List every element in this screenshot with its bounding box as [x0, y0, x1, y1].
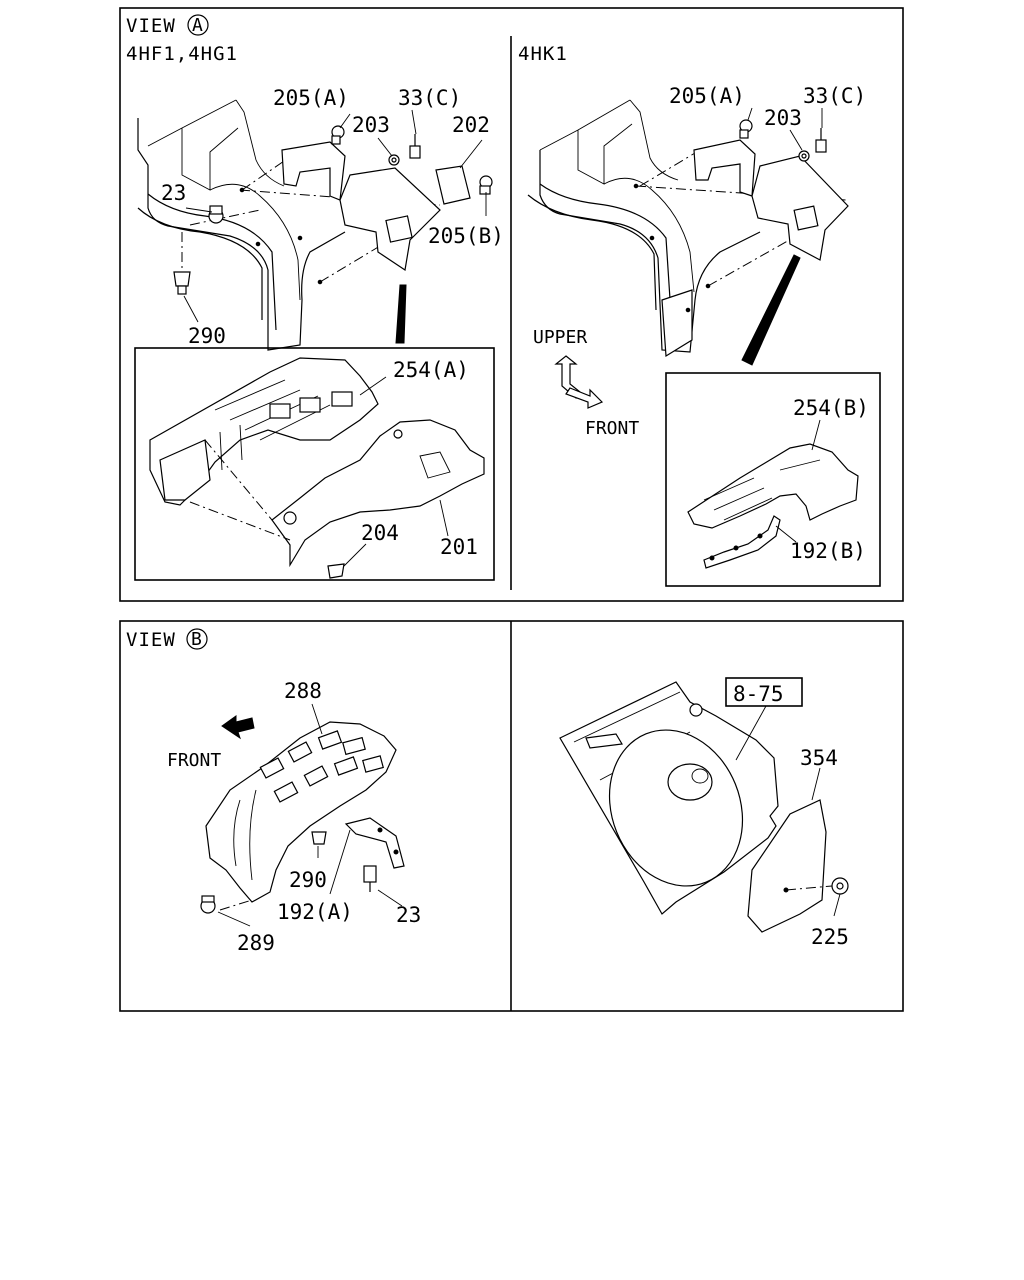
callout-204: 204	[361, 521, 399, 545]
callout-225: 225	[811, 925, 849, 949]
clip-205a-left-icon	[331, 125, 345, 145]
callout-290-left: 290	[188, 324, 226, 348]
inner-liner-254b	[687, 443, 859, 529]
callout-205b-left: 205(B)	[428, 224, 504, 248]
washer-203-right-icon	[798, 150, 810, 162]
mud-guard-201	[271, 419, 485, 568]
variant-4hk1: 4HK1	[518, 43, 568, 65]
cab-body-outline-right	[539, 150, 761, 353]
detail-pointer-left	[395, 284, 407, 344]
view-a-mark: A	[192, 15, 203, 36]
callout-201: 201	[440, 535, 478, 559]
spare-tire	[608, 729, 744, 887]
view-a-title: VIEW	[126, 15, 176, 37]
liner-bracket-left	[159, 439, 211, 501]
nut-225-icon	[831, 877, 849, 895]
washer-203-left-icon	[388, 154, 400, 166]
clip-205a-right-icon	[739, 119, 753, 139]
orientation-arrows: UPPER FRONT	[533, 327, 639, 439]
wheel-arch-left	[137, 193, 277, 331]
callout-354: 354	[800, 746, 838, 770]
clip-205b-left-icon	[479, 175, 493, 195]
callout-33c-left: 33(C)	[398, 86, 461, 110]
clip-289-icon	[200, 895, 216, 914]
detail-pointer-right	[741, 254, 801, 366]
mounting-plate-354	[747, 799, 827, 933]
view-b-title: VIEW	[126, 629, 176, 651]
view-a-right-drawing: 205(A) 33(C) 203 UPPER FRONT 254(B) 192(…	[527, 84, 881, 587]
view-b-mark-circle	[186, 628, 208, 650]
callout-23-left: 23	[161, 181, 186, 205]
view-a-mark-circle	[187, 14, 209, 36]
bolt-top-icon	[689, 703, 703, 717]
callout-33c-right: 33(C)	[803, 84, 866, 108]
variant-4hf1-4hg1: 4HF1,4HG1	[126, 43, 238, 65]
liner-ribs	[259, 730, 384, 803]
bolt-23-b-icon	[363, 865, 377, 892]
spare-tire-hub	[667, 763, 713, 801]
cab-inner-line-left	[147, 99, 239, 191]
callout-288: 288	[284, 679, 322, 703]
bracket-192b	[703, 515, 781, 569]
ref-8-75: 8-75	[733, 682, 784, 706]
view-b-drawing: FRONT 288 290 192(A	[167, 679, 421, 955]
dir-upper-label: UPPER	[533, 327, 587, 348]
plate-202	[435, 165, 471, 205]
splash-shield-right	[751, 155, 849, 261]
cab-inner-line-right	[539, 99, 633, 185]
callout-290-b: 290	[289, 868, 327, 892]
clip-290-left-icon	[173, 271, 191, 295]
splash-shield-small-left	[281, 141, 346, 201]
bolt-23-left-icon	[208, 205, 224, 224]
view-a-header: VIEW A 4HF1,4HG1 4HK1	[126, 14, 568, 65]
callout-192b: 192(B)	[790, 539, 866, 563]
shield-tab-left	[385, 215, 413, 243]
screw-33c-left-icon	[409, 134, 421, 159]
splash-shield-left	[339, 167, 441, 272]
callout-205a-right: 205(A)	[669, 84, 745, 108]
dir-front-label-a: FRONT	[585, 418, 639, 439]
callout-254b: 254(B)	[793, 396, 869, 420]
bracket-192a	[344, 817, 405, 869]
view-a-frame	[119, 7, 904, 602]
callout-192a: 192(A)	[277, 900, 353, 924]
callout-254a: 254(A)	[393, 358, 469, 382]
callout-202-left: 202	[452, 113, 490, 137]
callout-205a-left: 205(A)	[273, 86, 349, 110]
clip-204-icon	[327, 563, 345, 579]
callout-23-b: 23	[396, 903, 421, 927]
screw-33c-right-icon	[815, 128, 827, 153]
front-arrow-icon	[565, 387, 604, 409]
fender-side-right	[603, 99, 695, 293]
view-a-left-drawing: 205(A) 33(C) 203 202 23 205(B) 290 254(A…	[134, 86, 504, 581]
view-b-mark: B	[191, 629, 202, 650]
cab-body-outline-left	[137, 118, 346, 351]
wheel-arch-right	[527, 183, 673, 331]
spare-tire-drawing: 8-75 354 225	[559, 677, 849, 949]
splash-shield-small-right	[693, 139, 756, 197]
mudflap-right	[661, 289, 693, 358]
ref-box-8-75	[725, 677, 803, 707]
detail-inset-254a	[134, 347, 495, 581]
front-arrow-b-icon	[221, 715, 255, 740]
callout-203-left: 203	[352, 113, 390, 137]
dir-front-label-b: FRONT	[167, 750, 221, 771]
view-b-header: VIEW B	[126, 628, 208, 651]
detail-inset-254b	[665, 372, 881, 587]
clip-290-b-icon	[311, 831, 327, 845]
callout-289: 289	[237, 931, 275, 955]
callout-203-right: 203	[764, 106, 802, 130]
fender-side-left	[209, 99, 301, 301]
